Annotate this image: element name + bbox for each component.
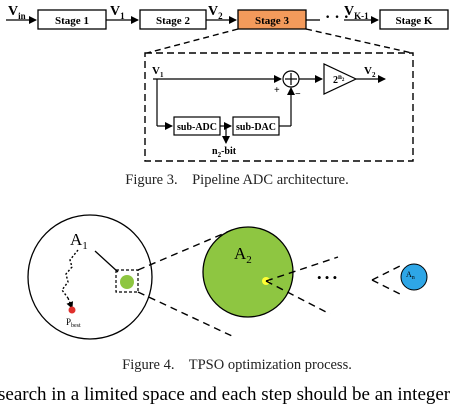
stage-3-block: Stage 3: [237, 9, 307, 30]
body-text-line: search in a limited space and each step …: [0, 384, 451, 405]
vk-1-label: VK-1: [344, 4, 369, 21]
svg-text:Stage 2: Stage 2: [156, 15, 190, 27]
a1-label: A1: [70, 230, 88, 252]
stage-detail-frame: [144, 52, 414, 162]
svg-text:sub-ADC: sub-ADC: [177, 122, 217, 133]
pipeline-adc-figure: Vin Stage 1 V1 Stage 2 V2 Stage 3 · · · …: [6, 4, 449, 162]
stage-1-block: Stage 1: [37, 9, 107, 30]
search-space-a2: [202, 226, 294, 318]
pbest-point: [68, 306, 76, 314]
a2-label: A2: [234, 244, 252, 266]
plus-sign: +: [274, 85, 280, 96]
minus-sign: −: [295, 89, 301, 100]
stage-2-block: Stage 2: [139, 9, 207, 30]
stage-k-block: Stage K: [379, 9, 449, 30]
stage-dots: · · ·: [325, 9, 349, 26]
n2-bit-label: n2-bit: [212, 146, 237, 159]
v2-label: V2: [208, 4, 223, 21]
an-label: An: [406, 270, 415, 281]
search-space-an: [400, 263, 428, 291]
svg-text:2n2: 2n2: [333, 73, 345, 86]
figure-4-caption: Figure 4. TPSO optimization process.: [122, 357, 352, 373]
particle-trajectory: [61, 249, 79, 299]
zoom-region-1: [115, 269, 139, 293]
vin-label: Vin: [8, 4, 26, 21]
summing-junction: [282, 70, 300, 88]
figure-3-caption: Figure 3. Pipeline ADC architecture.: [125, 172, 349, 188]
tpso-process-figure: A1 Pbest A2 • • • An: [27, 214, 428, 340]
svg-text:Stage K: Stage K: [396, 15, 433, 27]
detail-v2-label: V2: [364, 65, 376, 79]
detail-v1-label: V1: [152, 65, 164, 79]
gain-amplifier: 2n2: [323, 63, 358, 95]
svg-text:Stage 1: Stage 1: [55, 15, 89, 27]
v1-label: V1: [110, 4, 125, 21]
search-space-a1: [27, 214, 153, 340]
svg-text:Stage 3: Stage 3: [255, 15, 289, 27]
sub-dac-block: sub-DAC: [232, 116, 280, 136]
pbest-label: Pbest: [66, 317, 81, 329]
sub-adc-block: sub-ADC: [173, 116, 221, 136]
svg-text:sub-DAC: sub-DAC: [236, 122, 276, 133]
iteration-dots: • • •: [317, 270, 337, 285]
